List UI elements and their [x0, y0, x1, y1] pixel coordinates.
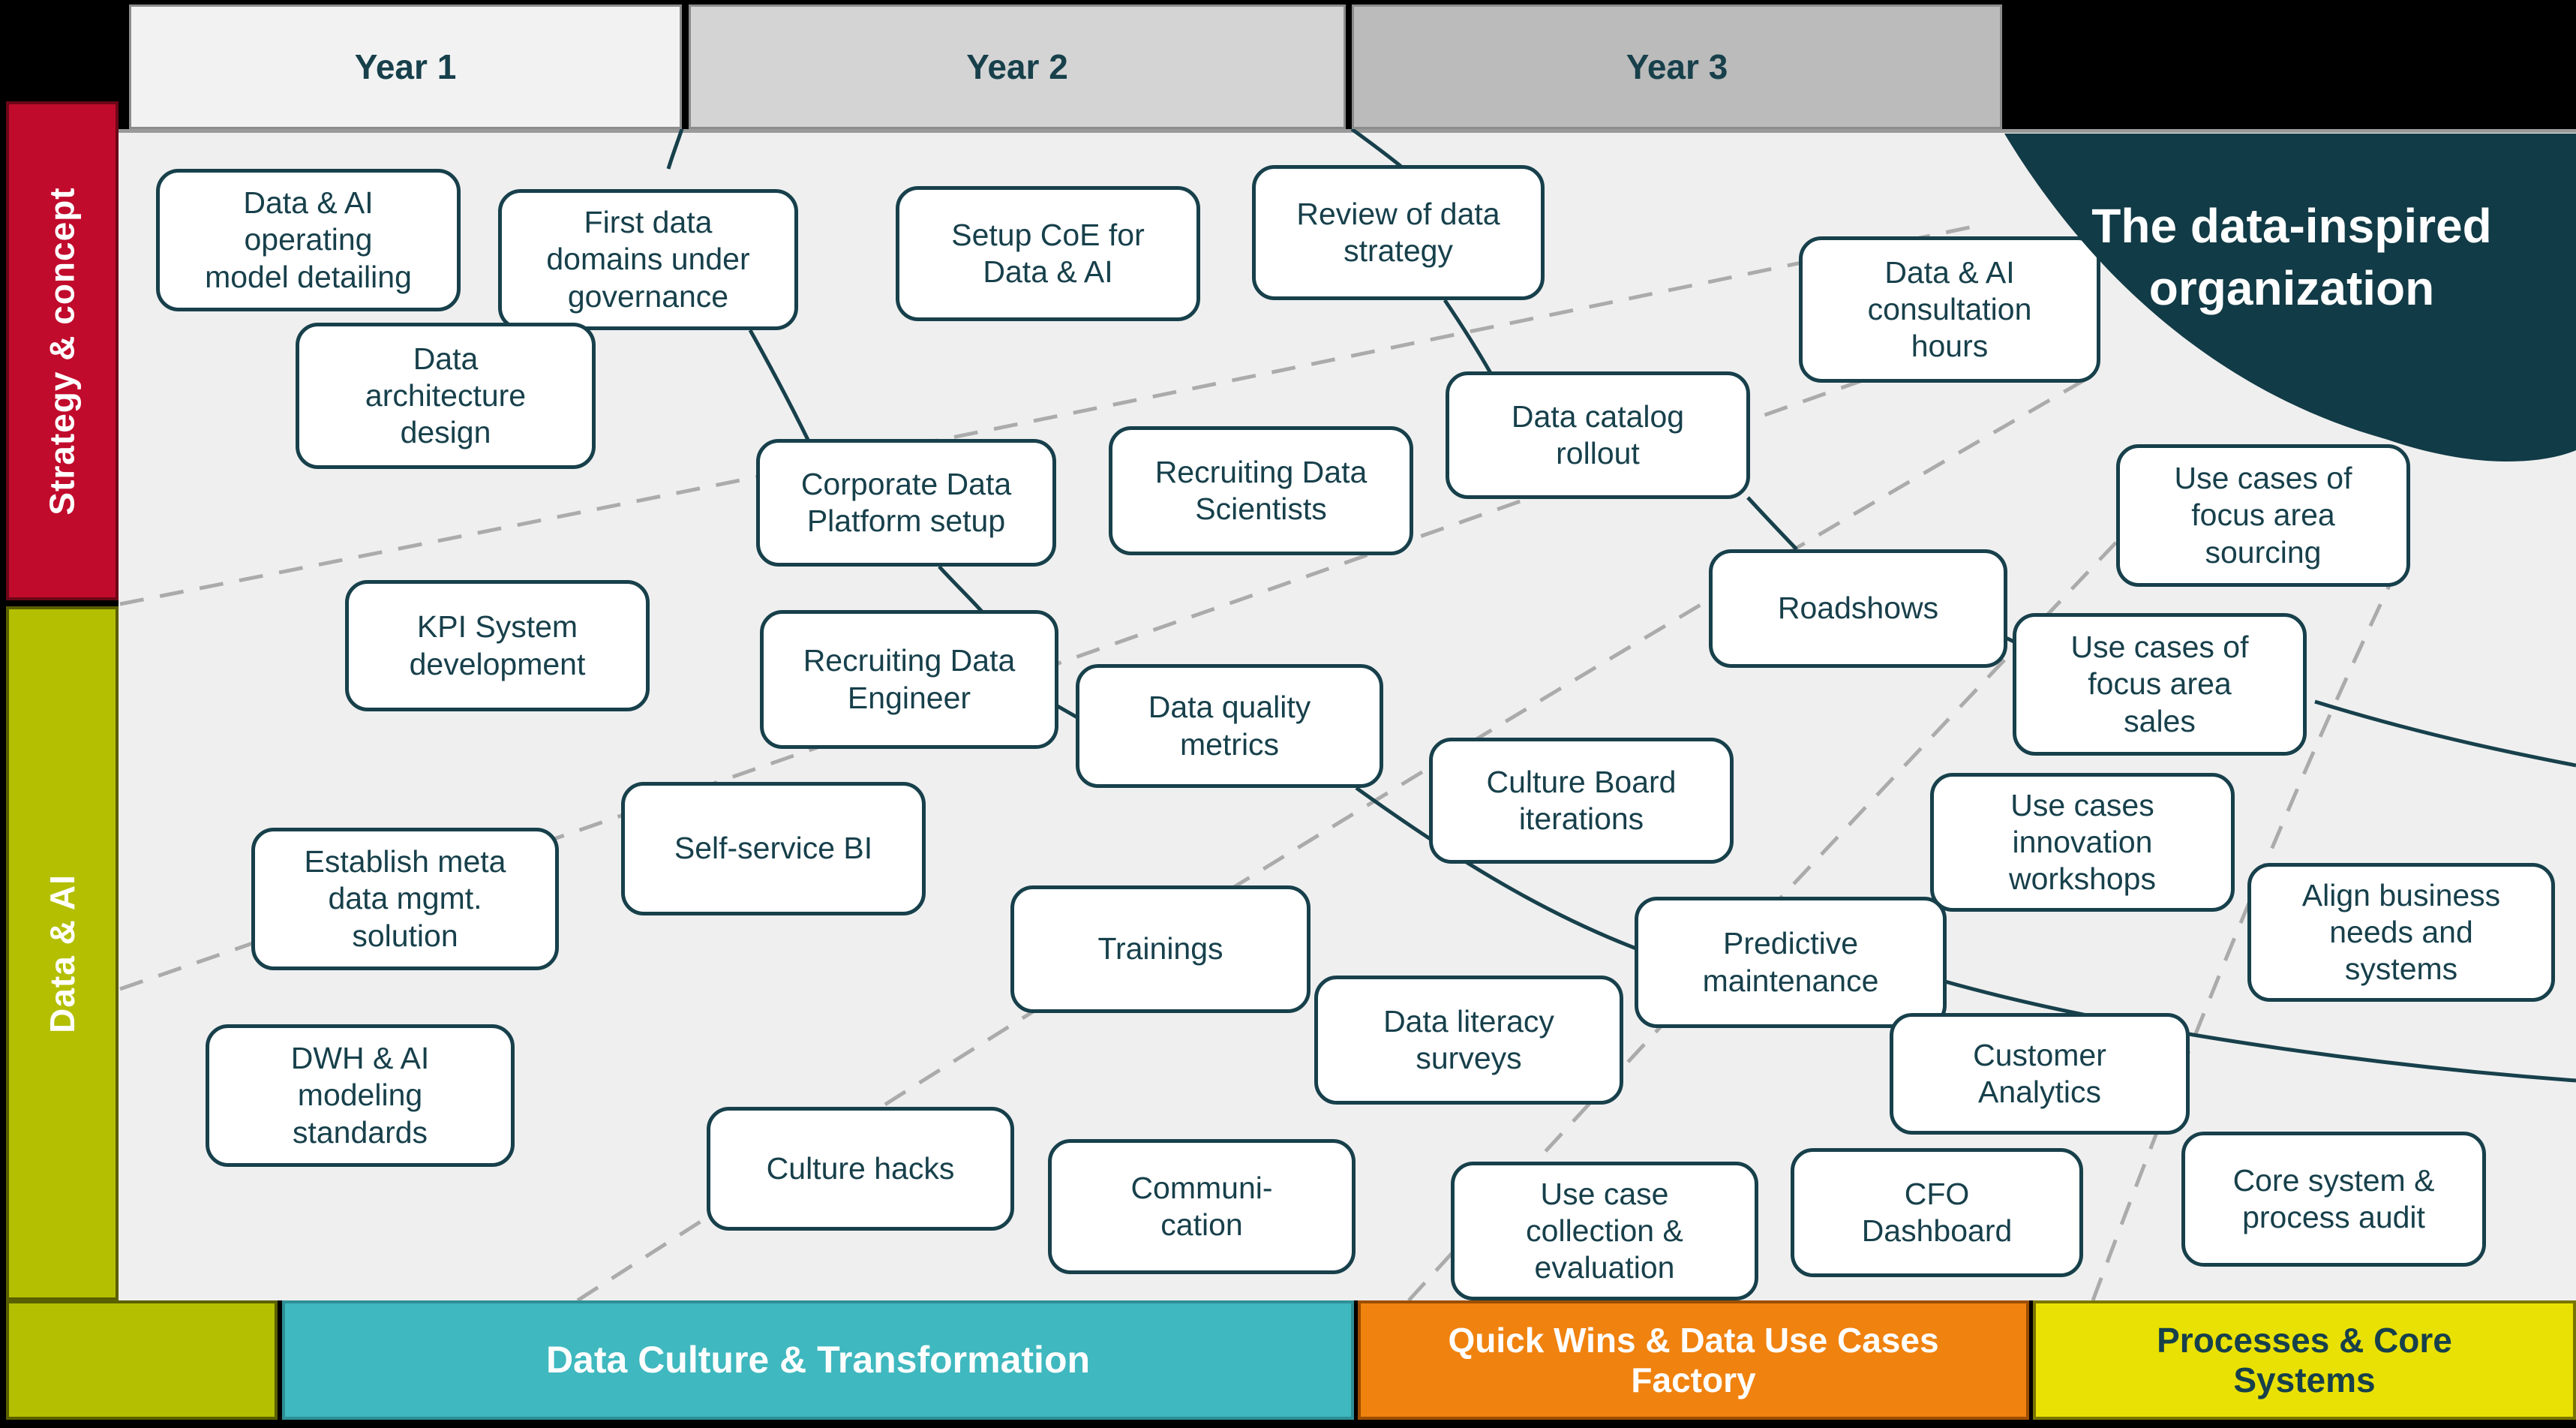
header-year-1: Year 1 [129, 5, 682, 129]
task-box-review-data-strategy: Review of data strategy [1252, 165, 1545, 300]
task-box-data-catalog-rollout: Data catalog rollout [1446, 371, 1750, 499]
lane-data-ai-corner [6, 1300, 278, 1420]
lane-data-ai: Data & AI [6, 606, 119, 1300]
thread-line [1350, 127, 1403, 168]
lane-strategy-concept: Strategy & concept [6, 101, 119, 600]
task-box-kpi-system: KPI System development [345, 580, 650, 711]
task-box-predictive-maintenance: Predictive maintenance [1635, 897, 1947, 1028]
task-box-setup-coe: Setup CoE for Data & AI [896, 186, 1200, 321]
goal-blob-shape [2004, 134, 2576, 461]
thread-line [1746, 496, 1798, 551]
task-box-recruiting-data-engineer: Recruiting Data Engineer [760, 610, 1058, 749]
task-box-data-literacy-surveys: Data literacy surveys [1314, 976, 1623, 1105]
task-box-data-ai-consultation-hours: Data & AI consultation hours [1799, 236, 2100, 383]
task-box-data-ai-operating-model: Data & AI operating model detailing [156, 169, 461, 311]
thread-line [1443, 299, 1493, 374]
lane-data-culture-transformation: Data Culture & Transformation [282, 1300, 1354, 1420]
task-box-culture-hacks: Culture hacks [707, 1107, 1014, 1231]
thread-line [1355, 786, 1637, 951]
lane-quick-wins-factory: Quick Wins & Data Use Cases Factory [1358, 1300, 2029, 1420]
header-year-3: Year 3 [1352, 5, 2002, 129]
task-box-use-cases-sales: Use cases of focus area sales [2013, 613, 2307, 756]
task-box-cfo-dashboard: CFO Dashboard [1791, 1148, 2083, 1277]
task-box-align-business-needs: Align business needs and systems [2247, 863, 2555, 1002]
lane-separator-dashed-5 [2091, 576, 2395, 1301]
thread-line [938, 565, 983, 613]
thread-line [748, 329, 811, 443]
task-box-self-service-bi: Self-service BI [621, 782, 926, 915]
task-box-use-cases-sourcing: Use cases of focus area sourcing [2116, 444, 2410, 587]
lane-data-ai-label: Data & AI [43, 873, 82, 1033]
task-box-data-quality-metrics: Data quality metrics [1076, 664, 1383, 788]
lane-separator-dashed-3 [576, 373, 2094, 1303]
task-box-corporate-data-platform: Corporate Data Platform setup [756, 439, 1056, 567]
header-year-2: Year 2 [689, 5, 1346, 129]
goal-title: The data-inspired organization [2091, 198, 2492, 315]
task-box-culture-board: Culture Board iterations [1429, 738, 1734, 864]
task-box-dwh-ai-modeling: DWH & AI modeling standards [206, 1024, 515, 1167]
task-box-trainings: Trainings [1010, 885, 1311, 1013]
task-box-first-data-domains: First data domains under governance [498, 189, 798, 330]
lane-strategy-label: Strategy & concept [43, 186, 82, 516]
lane-processes-core-systems: Processes & Core Systems [2033, 1300, 2576, 1420]
thread-line [666, 128, 684, 170]
task-box-customer-analytics: Customer Analytics [1890, 1013, 2190, 1135]
thread-line [2314, 699, 2576, 768]
task-box-roadshows: Roadshows [1709, 549, 2007, 668]
task-box-use-case-collection: Use case collection & evaluation [1451, 1162, 1758, 1300]
task-box-establish-meta-data: Establish meta data mgmt. solution [251, 828, 559, 970]
task-box-data-architecture-design: Data architecture design [296, 323, 596, 469]
lane-separator-dashed-1 [119, 223, 1981, 606]
task-box-communication: Communi- cation [1048, 1139, 1356, 1274]
task-box-use-cases-innovation: Use cases innovation workshops [1930, 773, 2235, 912]
thread-line [1944, 979, 2576, 1083]
task-box-core-system-audit: Core system & process audit [2181, 1132, 2486, 1267]
task-box-recruiting-data-scientists: Recruiting Data Scientists [1109, 426, 1413, 555]
